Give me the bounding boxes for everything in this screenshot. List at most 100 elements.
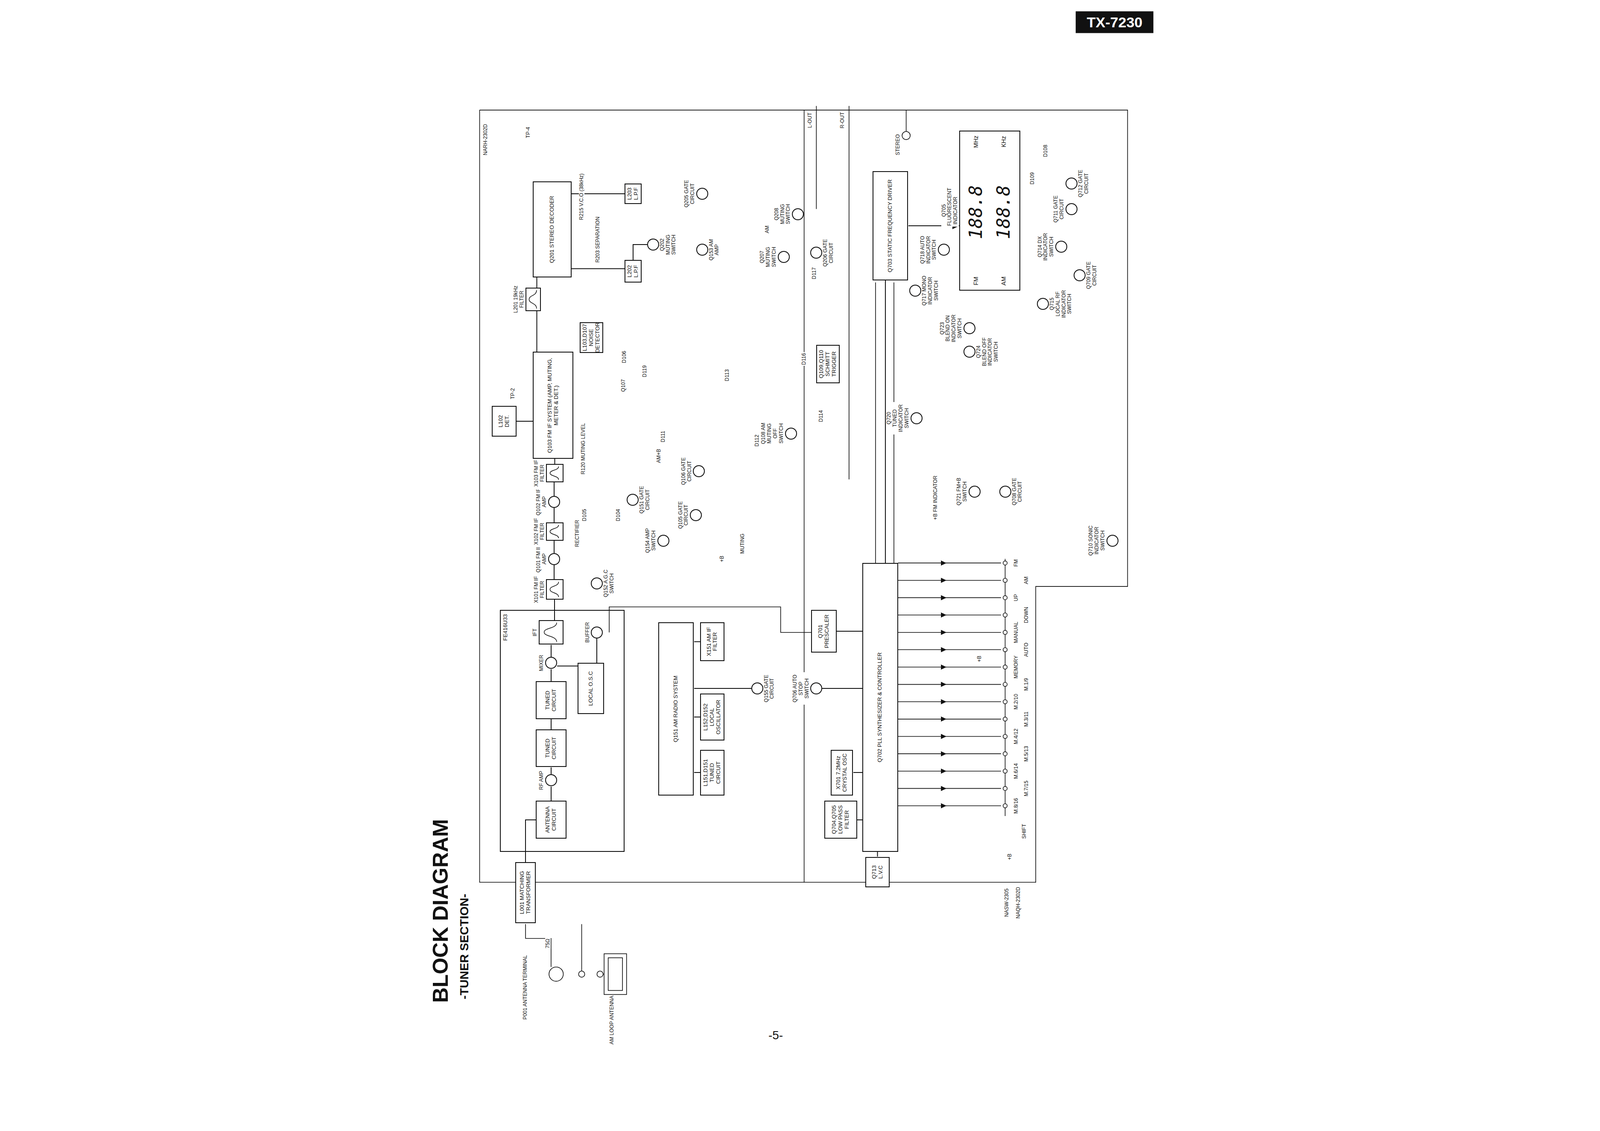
fluorescent-display: Q705 FLUORESCENT INDICATORMHzKHzFMAM188.…	[959, 130, 1021, 291]
annotation-label: +B	[1007, 852, 1014, 862]
part-label: Q715 LOCAL RF INDICATOR SWITCH	[1049, 287, 1073, 321]
part-label: Q720 TUNED INDICATOR SWITCH	[886, 402, 910, 435]
part-label: L201 19kHz FILTER	[513, 283, 526, 316]
annotation-label: AUTO	[1023, 642, 1030, 658]
terminal-symbol	[1003, 786, 1008, 792]
signal-line	[554, 458, 556, 465]
terminal-symbol	[1003, 648, 1008, 653]
transistor-circle: Q710 SONIC INDICATOR SWITCH	[1106, 534, 1119, 547]
display-text: FM	[972, 276, 980, 286]
part-label: Q710 SONIC INDICATOR SWITCH	[1088, 524, 1106, 558]
annotation-label: +B FM INDICATOR	[932, 474, 939, 521]
block-label: Q109,Q110 SCHMITT TRIGGER	[818, 347, 838, 382]
terminal-symbol	[1003, 682, 1008, 687]
part-label: Q152 A.G.C SWITCH	[603, 567, 616, 600]
annotation-label: D109	[1029, 171, 1036, 186]
wire	[898, 684, 1002, 686]
annotation-label: M.2/10	[1013, 693, 1020, 711]
filter-box: IFT	[538, 620, 564, 645]
block-label: L152,D152 LOCAL OSCILLATOR	[702, 696, 722, 739]
annotation-label: P001 ANTENNA TERMINAL	[522, 954, 529, 1021]
signal-line	[596, 638, 598, 663]
transistor-circle: Q152 A.G.C SWITCH	[590, 577, 603, 590]
terminal-symbol	[1003, 803, 1008, 809]
filter-curve	[549, 466, 559, 480]
signal-line	[536, 277, 538, 288]
annotation-label: STEREO	[895, 133, 902, 156]
block-box: Q201 STEREO DECODER	[532, 181, 572, 278]
annotation-label: R120 MUTING LEVEL	[580, 422, 587, 476]
signal-line	[633, 244, 648, 260]
annotation-label: R-OUT	[840, 111, 847, 130]
part-label: Q102 FM IF AMP	[535, 485, 548, 519]
part-label: Q207 MUTING SWITCH	[759, 240, 777, 274]
annotation-label: D114	[818, 409, 825, 424]
led-symbol	[940, 664, 947, 670]
terminal-symbol	[1003, 613, 1008, 618]
terminal-symbol	[1003, 630, 1008, 635]
block-label: X701 7.2MHz CRYSTAL OSC	[835, 752, 849, 794]
annotation-label: M.8/16	[1013, 797, 1020, 815]
annotation-label: M.3/11	[1023, 710, 1030, 728]
block-label: Q702 PLL SYNTHESIZER & CONTROLLER	[876, 652, 884, 763]
block-label: Q703 STATIC FREQUENCY DRIVER	[887, 179, 894, 272]
transistor-circle: Q208 MUTING SWITCH	[791, 208, 804, 221]
part-label: Q718 AUTO INDICATOR SWITCH	[919, 233, 938, 266]
signal-line	[571, 268, 625, 270]
signal-line	[536, 311, 538, 352]
led-symbol	[940, 716, 947, 722]
part-label: RF AMP	[538, 770, 545, 792]
transistor-circle: Q155 GATE CIRCUIT	[751, 682, 764, 695]
part-label: Q724 BLEND OFF INDICATOR SWITCH	[975, 335, 1000, 368]
annotation-label: R215 V.C.O (38kHz)	[578, 172, 585, 222]
annotation-label: M.1/9	[1023, 677, 1030, 692]
block-label: Q713 L.V.C	[871, 859, 885, 886]
block-box: L202 L.P.F	[624, 259, 642, 283]
signal-line	[694, 641, 701, 643]
filter-symbol	[526, 288, 541, 311]
wire	[875, 282, 876, 564]
annotation-label: TP-4	[525, 125, 532, 139]
block-box: Q713 L.V.C	[865, 857, 890, 888]
display-text: MHz	[972, 135, 980, 149]
signal-line	[550, 645, 552, 658]
part-label: Q709 GATE CIRCUIT	[1086, 259, 1098, 292]
block-box: Q109,Q110 SCHMITT TRIGGER	[816, 344, 840, 384]
block-label: L001 MATCHING TRANSFORMER	[519, 864, 532, 921]
annotation-label: Q107	[620, 378, 627, 393]
block-label: L102 DET.	[497, 408, 511, 435]
annotation-label: L-OUT	[807, 111, 814, 129]
wire	[898, 788, 1002, 790]
part-label: BUFFER	[584, 621, 591, 644]
part-label: Q711 GATE CIRCUIT	[1053, 192, 1066, 226]
signal-line	[836, 630, 863, 632]
transistor-circle: Q101 FM IF AMP	[548, 553, 561, 566]
block-label: Q151 AM RADIO SYSTEM	[672, 675, 680, 743]
annotation-label: AM	[764, 224, 771, 235]
part-label: Q714 DX INDICATOR SWITCH	[1037, 230, 1055, 263]
transistor-circle: Q715 LOCAL RF INDICATOR SWITCH	[1036, 297, 1049, 310]
filter-symbol	[546, 523, 563, 541]
part-label: X103 FM IF FILTER	[533, 457, 546, 490]
block-label: Q103 FM IF SYSTEM (AMP, MUTING, METER & …	[546, 354, 560, 457]
annotation-label: MANUAL	[1013, 621, 1020, 645]
transistor-circle: Q202 MUTING SWITCH	[647, 238, 660, 251]
led-symbol	[940, 612, 947, 618]
annotation-label: MUTING	[739, 532, 746, 555]
annotation-label: -TUNER SECTION-	[457, 893, 472, 1001]
annotation-label: RECTIFIER	[574, 519, 581, 548]
annotation-label: D108	[1042, 143, 1049, 158]
block-label: L203 L.P.F	[626, 186, 640, 202]
block-box: L001 MATCHING TRANSFORMER	[515, 862, 536, 924]
wire	[898, 580, 1002, 582]
annotation-label: NARH-2302D	[482, 122, 489, 156]
block-label: Q701 PRESCALER	[817, 612, 831, 651]
filter-box: L201 19kHz FILTER	[525, 287, 541, 312]
annotation-label: M.4/12	[1013, 727, 1020, 746]
module-box: FE416U33ANTENNA CIRCUITRF AMPTUNED CIRCU…	[499, 610, 625, 853]
signal-line	[694, 772, 701, 774]
signal-line	[856, 819, 863, 821]
filter-symbol	[546, 580, 563, 599]
terminal-symbol	[902, 131, 911, 140]
led-symbol	[940, 751, 947, 757]
